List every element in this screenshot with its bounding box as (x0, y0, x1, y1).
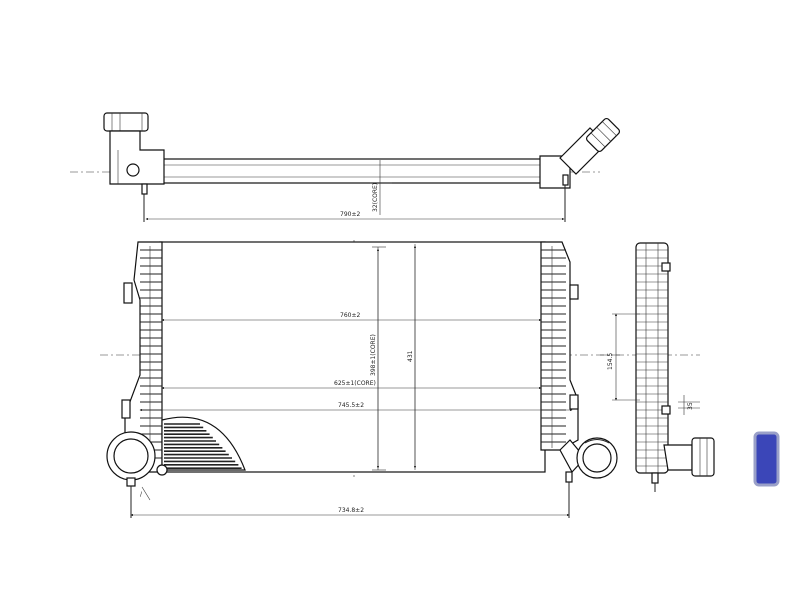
right-end-tank (540, 241, 579, 451)
dim-side-spacing: 154.5 (607, 353, 614, 370)
dim-total-height: 431 (407, 350, 414, 362)
hatched-bracket (161, 416, 246, 471)
core (159, 241, 546, 473)
top-left-end-tank (103, 112, 165, 222)
dim-core-height: 398±1(CORE) (370, 334, 377, 376)
left-inlet-pipe: / (106, 431, 168, 518)
dim-top-core: 32(CORE) (372, 183, 379, 212)
front-view: / 760±2 625±1(CORE) 745.5±2 734.8±2 398±… (100, 240, 620, 518)
dim-mid-width: 745.5±2 (338, 402, 364, 409)
dim-overall-width: 734.8±2 (338, 507, 364, 514)
dim-core-width: 625±1(CORE) (334, 380, 376, 387)
dim-side-small: 35 (687, 402, 694, 410)
top-right-end-tank (539, 117, 621, 222)
color-swatch (753, 431, 780, 487)
dim-top-length: 790±2 (340, 211, 360, 218)
right-outlet-pipe (559, 437, 618, 518)
side-view: 154.5 35 (600, 242, 715, 492)
dim-width-inner: 760±2 (340, 312, 360, 319)
left-end-tank (121, 241, 163, 473)
top-view: 790±2 32(CORE) (70, 112, 621, 222)
dim-left-note: / (140, 491, 143, 498)
